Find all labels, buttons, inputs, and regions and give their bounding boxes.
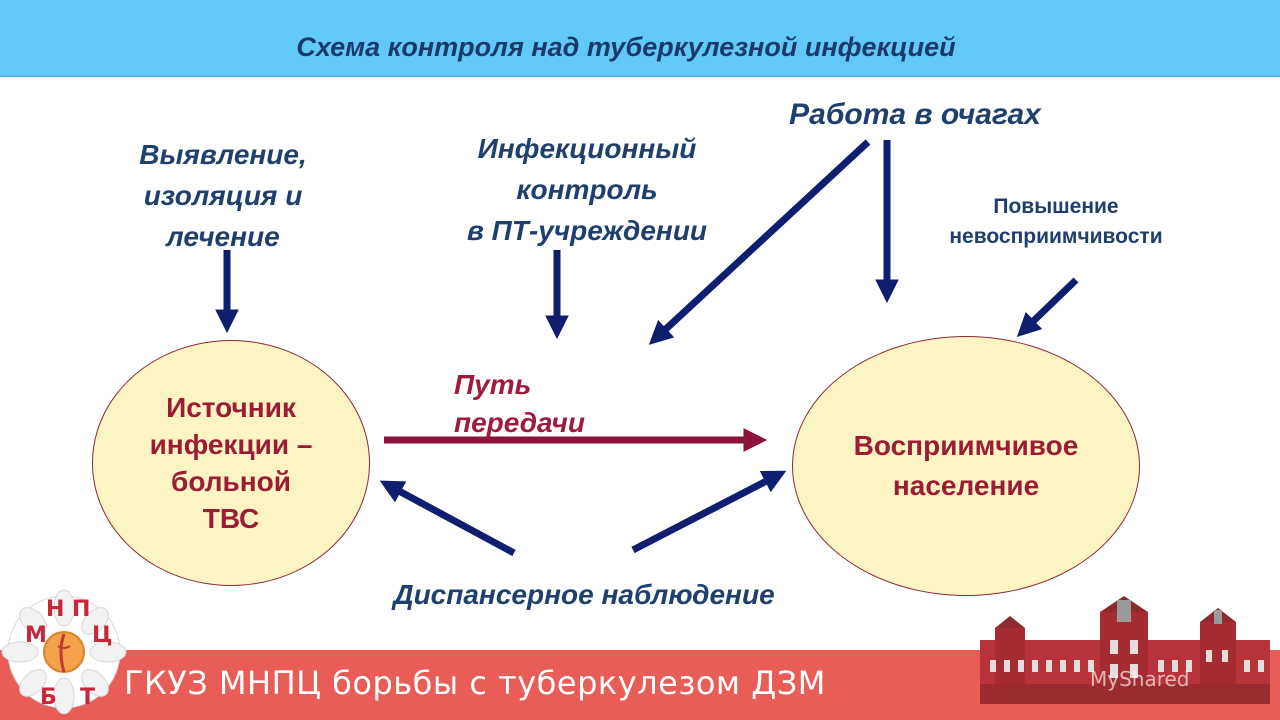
watermark: MyShared (1090, 667, 1190, 691)
label-detection: Выявление, изоляция и лечение (139, 139, 307, 252)
arrow-immunity-to-population (1016, 277, 1079, 337)
arrow-dispensary-to-source (379, 480, 516, 557)
label-infection-control: Инфекционный контроль в ПТ-учреждении (466, 133, 708, 246)
logo-letter-4: Ц (92, 623, 112, 648)
logo-letters: М Н П Ц Б Т (25, 597, 112, 710)
source-label: Источник инфекции – больной ТВС (149, 392, 313, 534)
arrow-foci-to-transmission (648, 139, 871, 345)
logo-letter-5: Б (40, 685, 57, 710)
source-ellipse: Источник инфекции – больной ТВС (92, 340, 370, 586)
logo-letter-2: Н (46, 597, 64, 622)
footer-organization: ГКУЗ МНПЦ борьбы с туберкулезом ДЗМ (124, 664, 826, 702)
title-bar (0, 0, 1280, 77)
page-title: Схема контроля над туберкулезной инфекци… (296, 32, 956, 62)
label-immunity: Повышение невосприимчивости (949, 195, 1163, 248)
label-transmission: Путь передачи (454, 369, 585, 438)
logo-emblem (1, 589, 127, 715)
logo-letter-3: П (72, 597, 90, 622)
arrow-dispensary-to-population (631, 470, 787, 554)
population-label: Восприимчивое население (853, 430, 1079, 501)
logo-letter-6: Т (80, 685, 95, 710)
logo-letter-1: М (25, 623, 47, 648)
label-foci-work: Работа в очагах (789, 98, 1041, 131)
building-illustration (980, 596, 1270, 704)
label-dispensary: Диспансерное наблюдение (393, 579, 775, 610)
population-ellipse: Восприимчивое население (792, 336, 1140, 596)
